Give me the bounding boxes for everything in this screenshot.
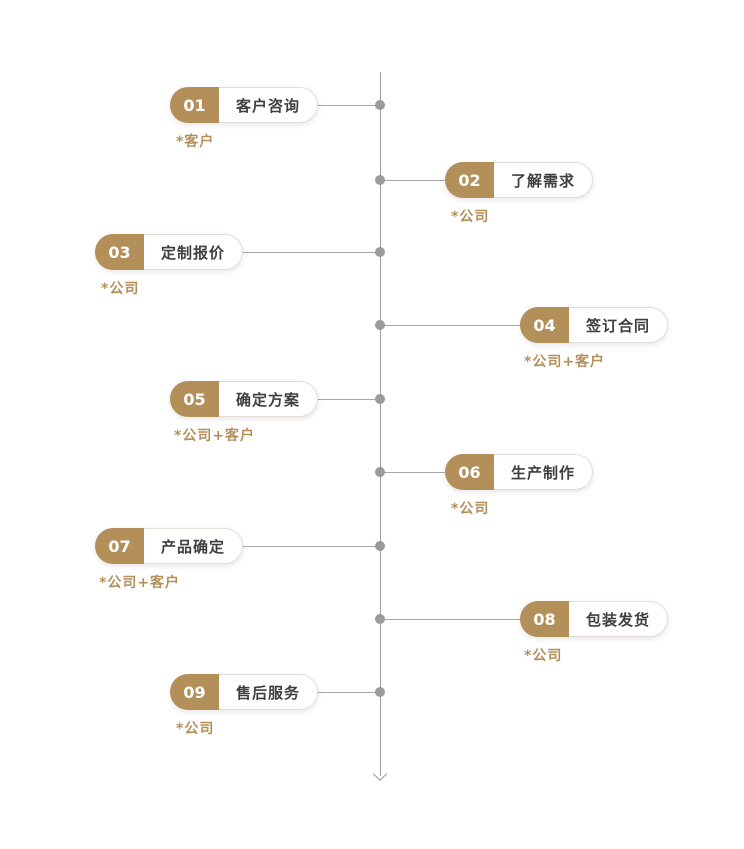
arrow-down-icon (372, 766, 388, 782)
step-number: 06 (445, 454, 494, 490)
step-label: 确定方案 (235, 390, 300, 409)
timeline-dot (375, 100, 385, 110)
step-pill: 05 确定方案 (170, 381, 318, 417)
timeline-axis (380, 72, 381, 776)
step-label: 包装发货 (585, 610, 650, 629)
timeline-dot (375, 175, 385, 185)
step-annotation: *公司 (451, 209, 490, 225)
step-label: 了解需求 (510, 171, 575, 190)
connector-line (243, 252, 380, 253)
step-label: 生产制作 (510, 463, 575, 482)
timeline-dot (375, 247, 385, 257)
connector-line (381, 472, 445, 473)
step-number: 08 (520, 601, 569, 637)
step-pill: 06 生产制作 (445, 454, 593, 490)
step-label: 签订合同 (585, 316, 650, 335)
timeline-dot (375, 320, 385, 330)
timeline-dot (375, 394, 385, 404)
step-label: 客户咨询 (235, 96, 300, 115)
step-pill: 01 客户咨询 (170, 87, 318, 123)
step-pill: 04 签订合同 (520, 307, 668, 343)
connector-line (381, 180, 445, 181)
timeline-dot (375, 687, 385, 697)
step-pill: 02 了解需求 (445, 162, 593, 198)
step-number: 02 (445, 162, 494, 198)
step-annotation: *公司 (176, 721, 215, 737)
timeline-dot (375, 541, 385, 551)
step-annotation: *客户 (176, 134, 215, 150)
step-number: 05 (170, 381, 219, 417)
timeline-dot (375, 467, 385, 477)
step-number: 01 (170, 87, 219, 123)
step-pill: 07 产品确定 (95, 528, 243, 564)
step-number: 09 (170, 674, 219, 710)
step-annotation: *公司+客户 (99, 575, 181, 591)
step-number: 03 (95, 234, 144, 270)
step-label: 售后服务 (235, 683, 300, 702)
step-label: 产品确定 (160, 537, 225, 556)
step-annotation: *公司 (524, 648, 563, 664)
connector-line (318, 105, 380, 106)
step-annotation: *公司 (451, 501, 490, 517)
connector-line (243, 546, 380, 547)
step-label: 定制报价 (160, 243, 225, 262)
step-pill: 03 定制报价 (95, 234, 243, 270)
connector-line (381, 325, 520, 326)
step-pill: 09 售后服务 (170, 674, 318, 710)
step-number: 04 (520, 307, 569, 343)
step-annotation: *公司 (101, 281, 140, 297)
connector-line (318, 692, 380, 693)
connector-line (318, 399, 380, 400)
timeline-dot (375, 614, 385, 624)
step-pill: 08 包装发货 (520, 601, 668, 637)
step-annotation: *公司+客户 (174, 428, 256, 444)
connector-line (381, 619, 520, 620)
step-number: 07 (95, 528, 144, 564)
step-annotation: *公司+客户 (524, 354, 606, 370)
